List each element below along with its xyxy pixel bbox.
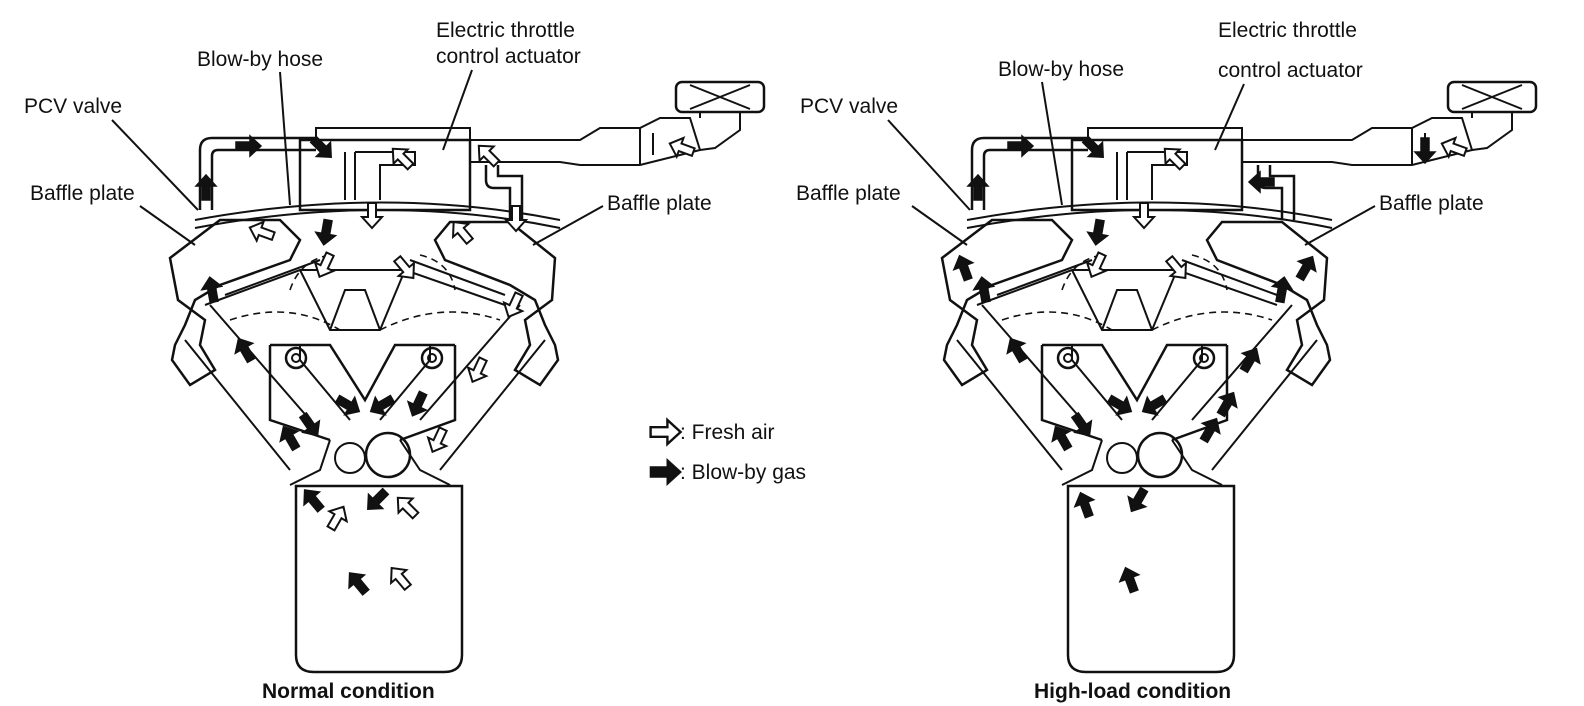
blow-by-hose-leader (1041, 81, 1063, 206)
legend-blow-by-gas: : Blow-by gas (680, 461, 806, 484)
legend-fresh-air: : Fresh air (680, 421, 775, 444)
fresh-air-arrow-icon (649, 418, 682, 446)
throttle-leader (442, 69, 473, 151)
engine-drawing-normal (168, 80, 766, 674)
blow-by-arrows-high-load (949, 131, 1436, 596)
engine-drawing-high-load (940, 80, 1538, 674)
baffle-left-leader (139, 205, 196, 246)
normal-condition-panel: PCV valve Blow-by hose Electric throttle… (24, 19, 766, 703)
pcv-valve-label: PCV valve (24, 95, 122, 118)
throttle-label-line1: Electric throttle (436, 19, 575, 42)
legend: : Fresh air : Blow-by gas (649, 418, 806, 485)
baffle-plate-right-label: Baffle plate (607, 192, 712, 215)
normal-condition-caption: Normal condition (262, 680, 435, 703)
blow-by-hose-label: Blow-by hose (998, 58, 1124, 81)
blow-by-gas-arrow-icon (649, 459, 682, 485)
throttle-label-line2: control actuator (1218, 59, 1363, 82)
pcv-valve-leader (111, 119, 199, 211)
baffle-left-leader (911, 205, 968, 246)
pcv-valve-label: PCV valve (800, 95, 898, 118)
baffle-right-leader (532, 205, 604, 246)
high-load-condition-caption: High-load condition (1034, 680, 1231, 703)
throttle-leader (1214, 83, 1245, 151)
blow-by-hose-leader (279, 71, 291, 206)
throttle-label-line1: Electric throttle (1218, 19, 1357, 42)
baffle-plate-left-label: Baffle plate (30, 182, 135, 205)
baffle-plate-left-label: Baffle plate (796, 182, 901, 205)
pcv-valve-leader (887, 119, 971, 211)
baffle-plate-right-label: Baffle plate (1379, 192, 1484, 215)
baffle-right-leader (1304, 205, 1376, 246)
throttle-label-line2: control actuator (436, 45, 581, 68)
high-load-condition-panel: PCV valve Blow-by hose Electric throttle… (796, 19, 1538, 703)
blow-by-hose-label: Blow-by hose (197, 48, 323, 71)
